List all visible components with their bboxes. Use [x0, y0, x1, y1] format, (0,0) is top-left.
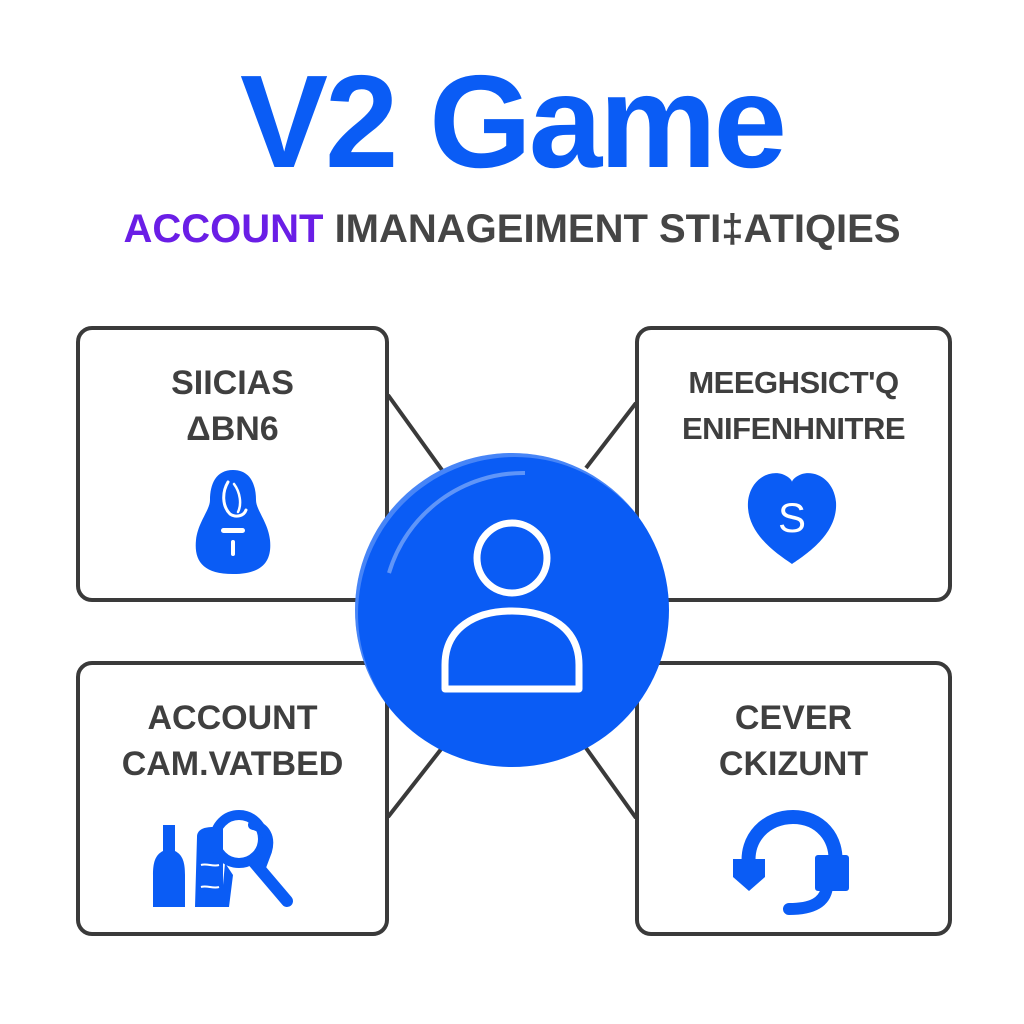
card-bottom-left[interactable]: ACCOUNT CAM.VATBED [76, 661, 389, 936]
user-profile-icon [387, 470, 583, 693]
card-label-line1: MEEGHSICT'Q [688, 365, 899, 400]
heart-shield-s-icon: S [747, 473, 836, 564]
card-label-line2: ΔBN6 [186, 410, 279, 448]
svg-text:S: S [777, 494, 805, 541]
card-label-line2: ENIFENHNITRE [681, 411, 906, 446]
central-user-hub[interactable] [355, 453, 669, 767]
card-label: ACCOUNT CAM.VATBED [80, 695, 385, 787]
headset-support-icon [732, 809, 849, 915]
card-label-line1: CEVER [734, 699, 853, 737]
card-top-left[interactable]: SIICIAS ΔBN6 [76, 326, 389, 602]
card-top-right[interactable]: MEEGHSICT'Q ENIFENHNITRE S [635, 326, 952, 602]
people-search-icon [152, 810, 293, 907]
card-label: SIICIAS ΔBN6 [80, 360, 385, 452]
page-title: V2 Game [240, 48, 787, 195]
subtitle-accent: ACCOUNT [123, 207, 324, 251]
card-label-line1: SIICIAS [171, 364, 294, 402]
card-label-line2: CAM.VATBED [121, 745, 344, 783]
card-label-line1: ACCOUNT [147, 699, 318, 737]
card-bottom-right[interactable]: CEVER CKIZUNT [635, 661, 952, 936]
card-label: CEVER CKIZUNT [639, 695, 948, 787]
card-label: MEEGHSICT'Q ENIFENHNITRE [639, 360, 948, 452]
subtitle-rest: IMANAGEIMENT STI‡ATIQIES [323, 207, 901, 251]
lock-bag-icon [195, 470, 270, 574]
page-subtitle: ACCOUNT IMANAGEIMENT STI‡ATIQIES [0, 206, 1024, 252]
card-label-line2: CKIZUNT [718, 745, 869, 783]
